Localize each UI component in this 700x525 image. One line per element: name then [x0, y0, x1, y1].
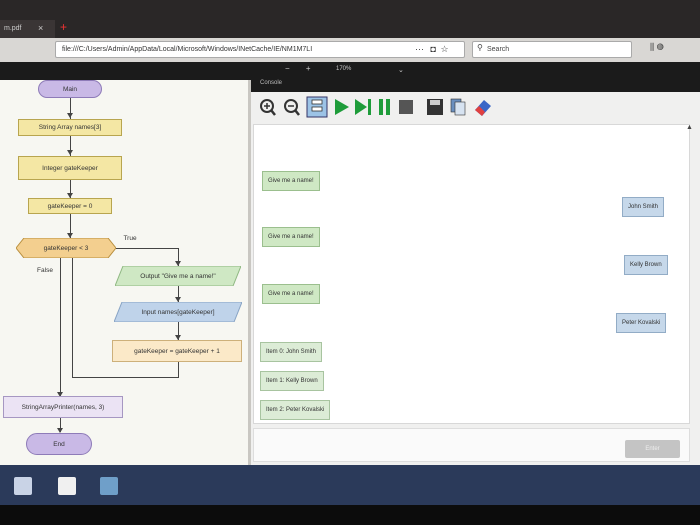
array-item-output: Item 2: Peter Kovalski	[260, 400, 331, 420]
zoom-out-button[interactable]: −	[285, 64, 290, 73]
console-input-field[interactable]	[253, 428, 690, 462]
save-icon[interactable]	[427, 99, 443, 115]
end-terminal[interactable]: End	[26, 433, 92, 455]
panel-divider[interactable]	[248, 80, 251, 465]
connector-line	[114, 248, 179, 249]
connector-line	[70, 136, 71, 156]
connector-line	[72, 256, 73, 378]
call-block[interactable]: StringArrayPrinter(names, 3)	[3, 396, 123, 418]
input-message: John Smith	[622, 197, 665, 217]
search-input[interactable]: Search	[472, 41, 632, 58]
console-header	[251, 80, 700, 92]
input-label: Input names[gateKeeper]	[141, 308, 215, 316]
stop-icon[interactable]	[399, 100, 413, 114]
increment-block[interactable]: gateKeeper = gateKeeper + 1	[112, 340, 242, 362]
output-message: Give me a name!	[262, 227, 320, 247]
output-parallelogram[interactable]	[115, 266, 241, 286]
connector-line	[60, 418, 61, 432]
false-branch-label: False	[37, 266, 53, 274]
console-output-area	[253, 124, 690, 424]
input-message: Kelly Brown	[624, 255, 668, 275]
pocket-icon[interactable]: ◘	[430, 44, 436, 54]
address-bar[interactable]: file:///C:/Users/Admin/AppData/Local/Mic…	[55, 41, 465, 58]
chevron-down-icon[interactable]: ⌄	[398, 67, 404, 74]
run-toolbar	[255, 96, 695, 118]
zoom-in-icon[interactable]	[260, 99, 276, 116]
zoom-in-button[interactable]: +	[305, 64, 311, 73]
eraser-icon[interactable]	[475, 100, 491, 116]
console-title: Console	[260, 80, 283, 86]
connector-line	[70, 90, 71, 120]
output-label: Output "Give me a name!"	[140, 272, 216, 280]
taskbar-app-icon[interactable]	[14, 477, 32, 495]
output-message: Give me a name!	[262, 171, 320, 191]
copy-icon[interactable]	[450, 98, 466, 116]
output-message: Give me a name!	[262, 284, 320, 304]
arrow-head	[175, 261, 181, 266]
zoom-out-icon[interactable]	[284, 99, 300, 116]
step-icon[interactable]	[355, 99, 371, 115]
arrow-head	[67, 150, 73, 155]
browser-tab[interactable]: m.pdf	[0, 20, 55, 38]
connector-line	[178, 248, 179, 266]
taskbar-document-icon[interactable]	[58, 477, 76, 495]
search-icon: ⚲	[477, 43, 483, 52]
array-item-output: Item 1: Kelly Brown	[260, 371, 324, 391]
start-terminal[interactable]: Main	[38, 80, 102, 98]
browser-tab-bar	[0, 0, 700, 38]
arrow-head	[175, 297, 181, 302]
arrow-head	[175, 335, 181, 340]
connector-line	[72, 377, 179, 378]
taskbar-image-icon[interactable]	[100, 477, 118, 495]
true-branch-label: True	[123, 234, 137, 242]
monitor-bezel	[0, 505, 700, 525]
arrow-head	[57, 428, 63, 433]
new-tab-button[interactable]: +	[60, 20, 68, 34]
flowchart-view-icon[interactable]	[306, 96, 328, 118]
app-header-bar	[0, 62, 700, 80]
input-message: Peter Kovalski	[616, 313, 667, 333]
close-tab-icon[interactable]: ×	[38, 23, 44, 33]
arrow-head	[67, 113, 73, 118]
play-icon[interactable]	[335, 99, 349, 115]
library-icon[interactable]: ⫼ ◍	[650, 42, 664, 52]
connector-line	[178, 322, 179, 340]
declare-array-block[interactable]: String Array names[3]	[18, 119, 122, 136]
condition-diamond[interactable]	[16, 238, 116, 258]
connector-line	[70, 180, 71, 198]
assign-block[interactable]: gateKeeper = 0	[28, 198, 112, 214]
enter-button[interactable]: Enter	[625, 440, 680, 458]
array-item-output: Item 0: John Smith	[260, 342, 323, 362]
zoom-controls: − +	[285, 64, 311, 73]
connector-line	[178, 286, 179, 302]
toolbar-icons	[260, 96, 491, 118]
url-menu-icon[interactable]: ··· ◘ ☆	[415, 41, 449, 58]
arrow-head	[67, 233, 73, 238]
connector-line	[70, 214, 71, 238]
arrow-head	[57, 392, 63, 397]
zoom-level: 170%	[336, 66, 352, 72]
condition-label: gateKeeper < 3	[43, 244, 89, 252]
scroll-up-icon[interactable]: ▲	[686, 124, 693, 131]
input-parallelogram[interactable]	[114, 302, 242, 322]
pause-icon[interactable]	[379, 99, 390, 115]
declare-int-block[interactable]: Integer gateKeeper	[18, 156, 122, 180]
arrow-head	[67, 193, 73, 198]
connector-line	[178, 362, 179, 377]
bookmark-star-icon[interactable]: ☆	[440, 44, 449, 54]
connector-line	[60, 258, 61, 396]
page-actions-icon[interactable]: ···	[415, 44, 424, 54]
